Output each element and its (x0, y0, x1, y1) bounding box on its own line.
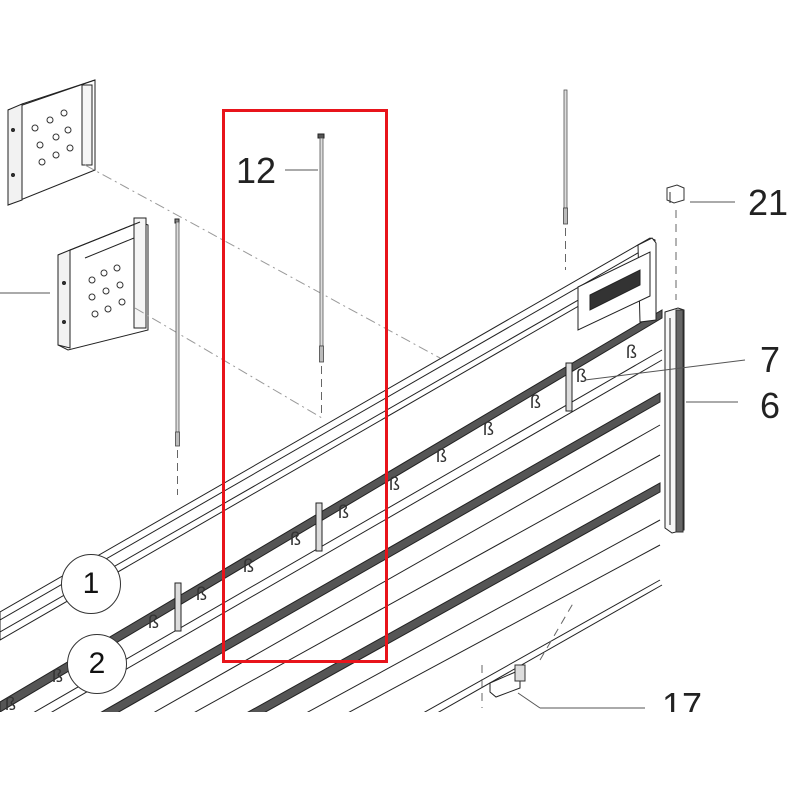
callout-12: 12 (236, 150, 277, 191)
rod-left (174, 218, 180, 495)
svg-text:ß: ß (389, 474, 400, 494)
svg-text:ß: ß (196, 584, 207, 604)
side-panel: ß ß ß ß ß ß ß ß ß ß ß ß ß (0, 237, 746, 714)
svg-text:ß: ß (626, 342, 637, 362)
callout-17: 17 (662, 688, 703, 712)
svg-text:ß: ß (290, 529, 301, 549)
callout-21: 21 (748, 182, 789, 223)
svg-text:ß: ß (436, 446, 447, 466)
svg-text:ß: ß (483, 419, 494, 439)
svg-text:ß: ß (52, 666, 63, 686)
callout-6: 6 (760, 385, 781, 426)
rod-part-12 (285, 133, 325, 418)
bubble-2: 2 (67, 634, 127, 694)
bubble-1: 1 (61, 554, 121, 614)
latch-part-17 (481, 599, 645, 709)
rod-top-center (563, 89, 568, 270)
mounting-plate-lower (57, 217, 149, 351)
cap-part-21 (666, 184, 735, 300)
svg-text:ß: ß (576, 366, 587, 386)
svg-text:ß: ß (530, 392, 541, 412)
svg-text:ß: ß (148, 612, 159, 632)
end-post-part-6 (664, 307, 738, 534)
svg-text:ß: ß (338, 502, 349, 522)
mounting-plate-upper (7, 79, 96, 206)
svg-text:ß: ß (243, 556, 254, 576)
svg-text:ß: ß (5, 694, 16, 714)
callout-7: 7 (760, 339, 781, 380)
highlight-box-part-12 (222, 109, 388, 663)
